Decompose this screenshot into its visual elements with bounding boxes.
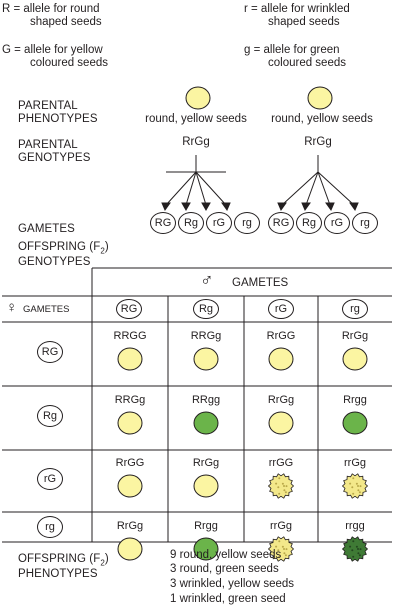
seed-round-yellow-icon [193,474,219,498]
label-offspring-genotypes-2: GENOTYPES [18,256,91,268]
key-R-desc: shaped seeds [30,16,102,28]
label-offspring-genotypes-1: OFFSPRING (F2) [18,241,109,256]
col-gamete-RG: RG [116,299,142,319]
punnett-genotype: RRGG [113,330,147,342]
punnett-genotype: rrgg [345,520,365,532]
parent-1-seed [185,86,211,110]
punnett-genotype: RRgg [191,394,221,406]
seed-round-yellow-icon [117,537,143,561]
gamete-p2-rG: rG [324,212,350,234]
gamete-p1-Rg: Rg [178,212,204,234]
punnett-genotype: RrGg [267,394,295,406]
seed-round-green-icon [193,411,219,435]
seed-round-yellow-icon [117,411,143,435]
phenotype-ratio-2: 3 round, green seeds [170,563,279,575]
punnett-genotype: RRGg [190,330,222,342]
phenotype-ratio-1: 9 round, yellow seeds [170,549,282,561]
key-G-desc: coloured seeds [30,57,108,69]
gamete-p2-Rg: Rg [296,212,322,234]
row-gamete-Rg: Rg [37,405,63,427]
row-gamete-RG: RG [37,341,63,363]
punnett-genotype: RrGg [192,457,220,469]
parent-2-phenotype: round, yellow seeds [271,113,373,125]
seed-round-yellow-icon [268,347,294,371]
phenotype-ratio-3: 3 wrinkled, yellow seeds [170,578,295,590]
label-gametes: GAMETES [18,223,75,235]
punnett-genotype: RrGg [341,330,369,342]
row-gamete-rg: rg [37,516,63,538]
female-gametes-header: GAMETES [23,304,70,315]
seed-round-yellow-icon [117,347,143,371]
punnett-genotype: RrGG [115,457,145,469]
seed-wrinkled-green-icon [341,536,369,562]
punnett-genotype: RrGg [116,520,144,532]
gamete-p1-RG: RG [150,212,176,234]
seed-round-yellow-icon [342,347,368,371]
female-symbol: ♀ [6,299,18,316]
phenotype-ratio-4: 1 wrinkled, green seed [170,593,286,605]
parent-2-seed [307,86,333,110]
label-offspring-phenotypes-1: OFFSPRING (F2) [18,553,109,568]
label-parental-genotypes-1: PARENTAL [18,139,78,151]
seed-wrinkled-yellow-icon [267,473,295,499]
punnett-genotype: rrGg [344,457,366,469]
col-gamete-Rg: Rg [193,299,219,319]
col-gamete-rG: rG [268,299,294,319]
male-symbol: ♂ [200,270,214,290]
key-g: g = allele for green [244,44,340,56]
key-G: G = allele for yellow [2,44,103,56]
punnett-genotype: Rrgg [194,520,218,532]
seed-round-yellow-icon [268,411,294,435]
parent-1-genotype: RrGg [182,136,210,148]
seed-wrinkled-yellow-icon [267,536,295,562]
parent-2-genotype: RrGg [304,136,332,148]
seed-round-yellow-icon [193,347,219,371]
parent-1-phenotype: round, yellow seeds [145,113,247,125]
key-R: R = allele for round [2,3,100,15]
row-gamete-rG: rG [37,468,63,490]
col-gamete-rg: rg [342,299,368,319]
gamete-p1-rG: rG [206,212,232,234]
label-parental-phenotypes-2: PHENOTYPES [18,113,98,125]
gamete-p2-RG: RG [268,212,294,234]
seed-round-yellow-icon [117,474,143,498]
punnett-genotype: RrGG [266,330,296,342]
parent-2-arrows [277,155,359,212]
seed-round-green-icon [193,537,219,561]
punnett-genotype: RRGg [114,394,146,406]
punnett-genotype: rrGG [268,457,294,469]
label-parental-genotypes-2: GENOTYPES [18,152,91,164]
label-offspring-phenotypes-2: PHENOTYPES [18,568,98,580]
gamete-p1-rg: rg [234,212,260,234]
parent-1-arrows [161,155,231,212]
seed-round-green-icon [342,411,368,435]
seed-wrinkled-yellow-icon [341,473,369,499]
punnett-genotype: Rrgg [343,394,367,406]
punnett-grid [2,267,392,543]
key-r-desc: shaped seeds [268,16,340,28]
label-parental-phenotypes-1: PARENTAL [18,100,78,112]
gamete-p2-rg: rg [352,212,378,234]
male-gametes-header: GAMETES [232,277,289,289]
punnett-genotype: rrGg [270,520,292,532]
key-r: r = allele for wrinkled [244,3,350,15]
key-g-desc: coloured seeds [268,57,346,69]
